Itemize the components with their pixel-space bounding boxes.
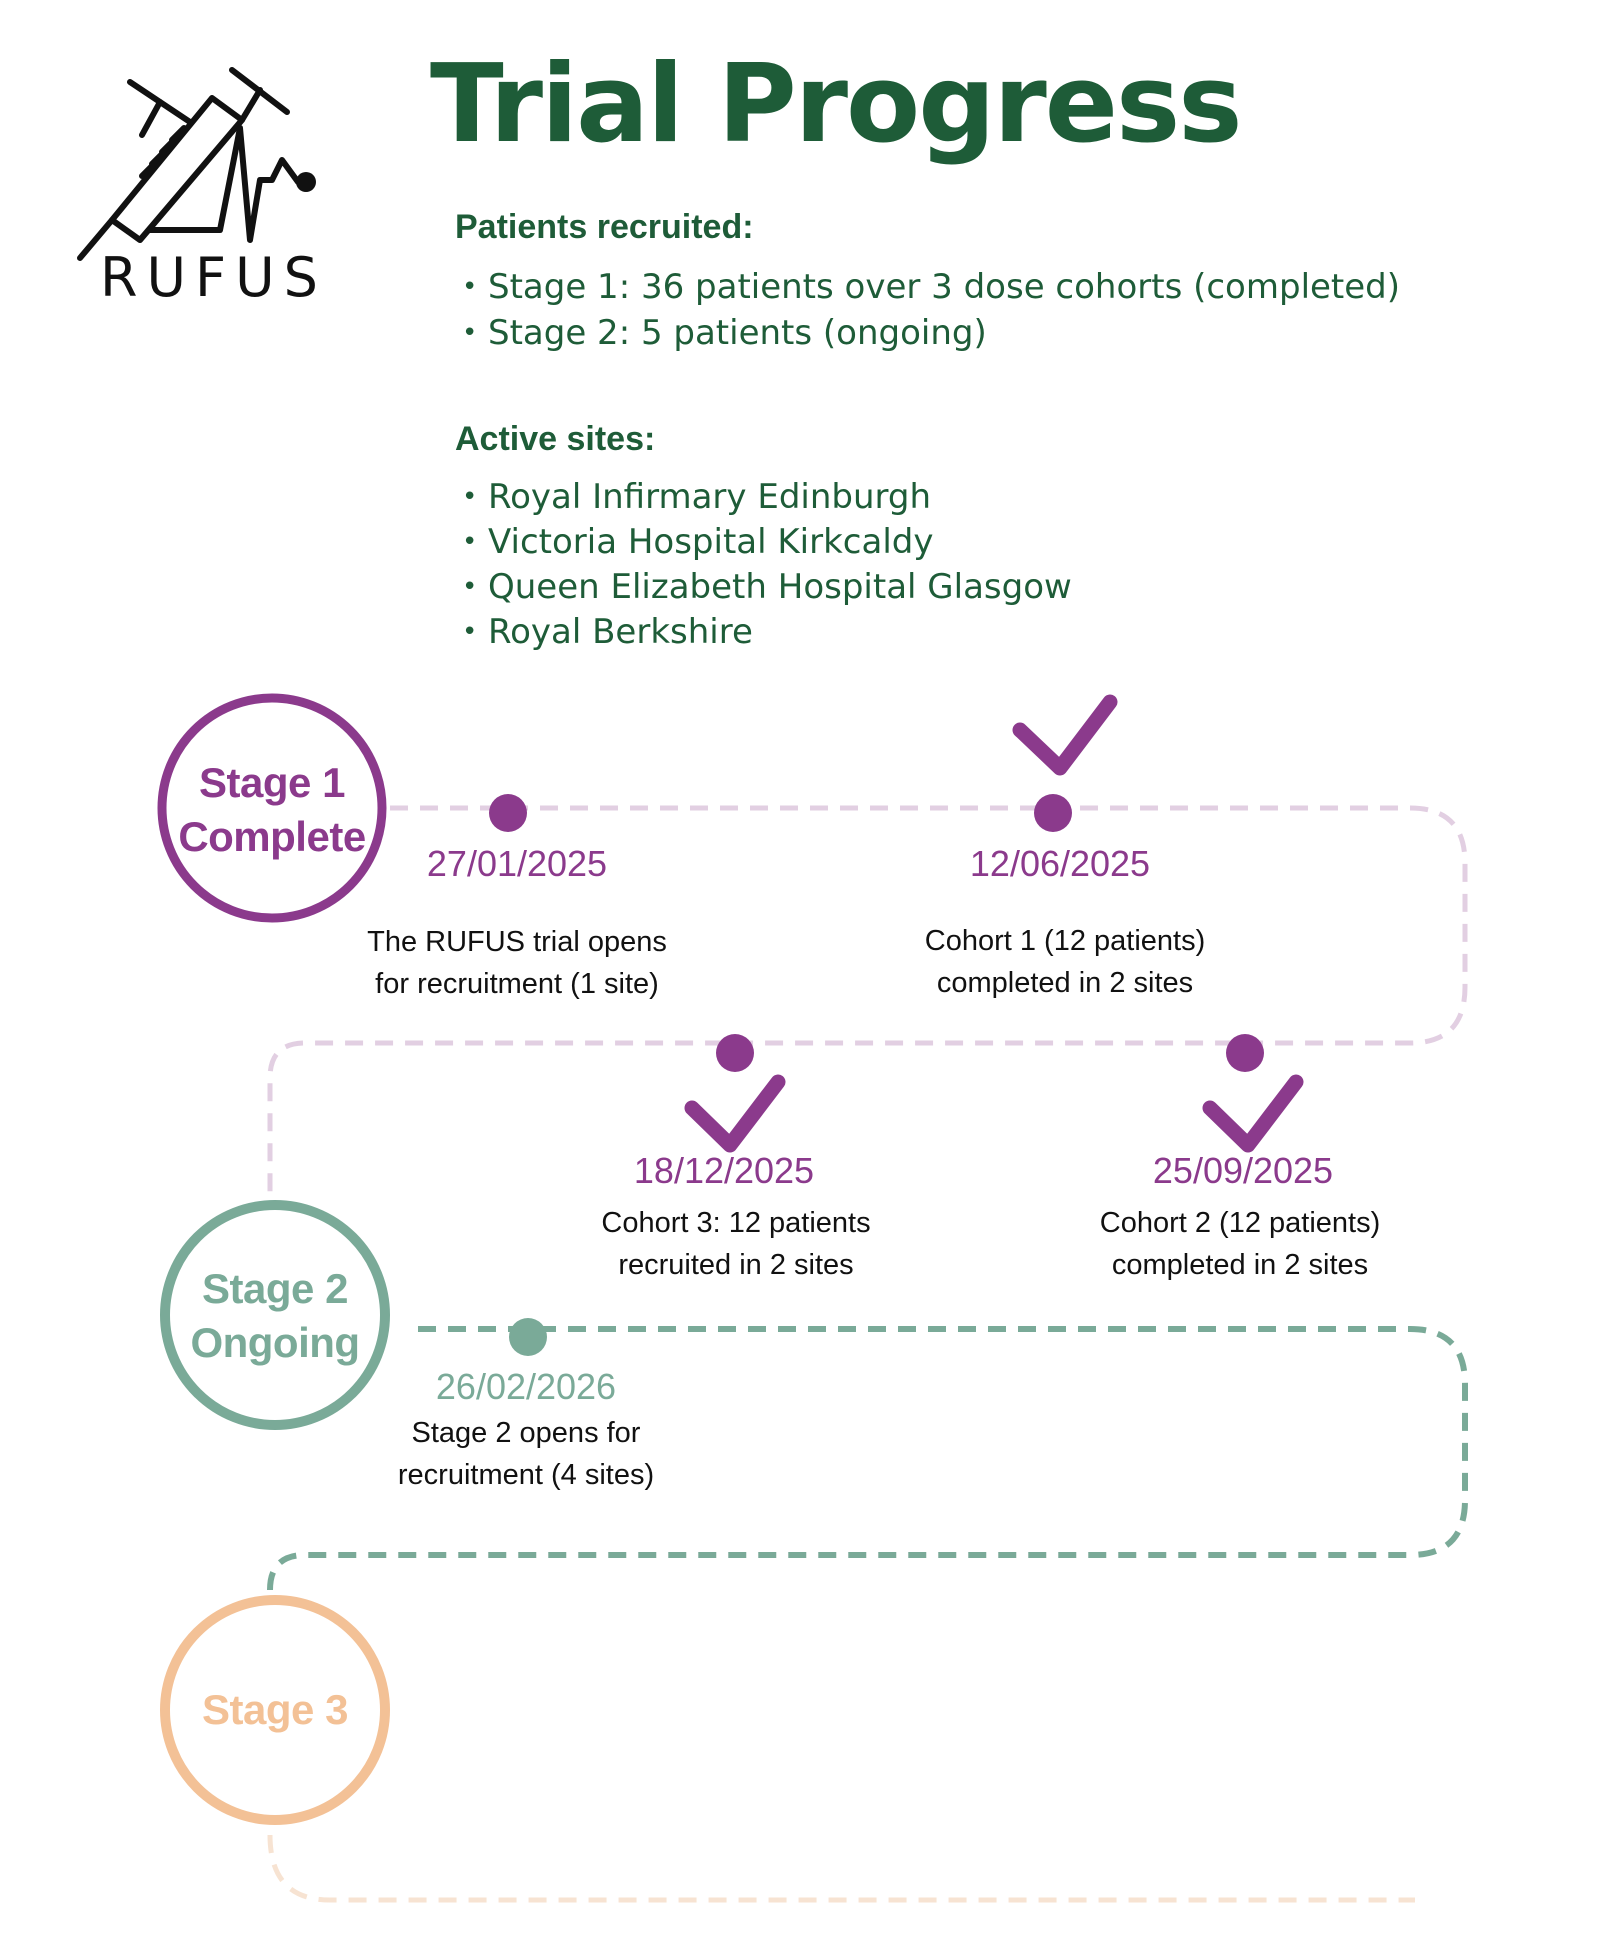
milestone-dot-3 [1226,1034,1264,1072]
milestone-line: The RUFUS trial opens [367,926,667,958]
milestone-description: Cohort 2 (12 patients) completed in 2 si… [1100,1202,1380,1286]
milestone-line: completed in 2 sites [1111,1249,1369,1281]
milestone-line: for recruitment (1 site) [375,968,659,1000]
milestone-description: Stage 2 opens for recruitment (4 sites) [398,1412,654,1496]
milestone-line: Cohort 2 (12 patients) [1099,1207,1381,1239]
list-item: Stage 1: 36 patients over 3 dose cohorts… [462,264,1400,310]
stage1-circle [157,693,387,923]
milestone-date: 26/02/2026 [435,1366,617,1407]
page-title: Trial Progress [430,42,1243,167]
stage2-title: Stage 2 [202,1265,348,1312]
check-icon [1202,1074,1304,1153]
stage1-status: Complete [178,813,366,860]
logo-wordmark: RUFUS [100,246,327,309]
stage1-title: Stage 1 [199,759,345,806]
milestone-dot-5 [509,1318,547,1356]
milestone-date: 18/12/2025 [633,1150,815,1191]
milestone-line: Cohort 3: 12 patients [601,1207,871,1239]
milestone-description: Cohort 1 (12 patients) completed in 2 si… [925,920,1205,1004]
check-icon [684,1074,786,1153]
stage2-label: Stage 2 Ongoing [175,1262,375,1370]
stage2-path [267,1326,1468,1591]
milestone-line: completed in 2 sites [936,967,1194,999]
stage2-status: Ongoing [190,1319,360,1366]
milestone-line: recruited in 2 sites [618,1249,854,1281]
milestone-date: 27/01/2025 [426,843,608,884]
milestone-line: Cohort 1 (12 patients) [924,925,1206,957]
list-item: Royal Infirmary Edinburgh [462,475,1072,520]
milestone-date: 25/09/2025 [1152,1150,1334,1191]
stage3-title: Stage 3 [202,1686,348,1733]
milestone-dot-2 [1034,794,1072,832]
milestone-description: The RUFUS trial opens for recruitment (1… [367,921,667,1005]
patients-heading: Patients recruited: [455,208,754,246]
list-item: Queen Elizabeth Hospital Glasgow [462,565,1072,610]
stage3-circle [160,1595,390,1825]
stage3-label: Stage 3 [175,1683,375,1737]
patients-list: Stage 1: 36 patients over 3 dose cohorts… [462,264,1400,356]
stage1-path [267,805,1468,1192]
sites-heading: Active sites: [455,420,656,458]
milestone-description: Cohort 3: 12 patients recruited in 2 sit… [601,1202,870,1286]
milestone-dot-4 [716,1034,754,1072]
milestone-line: Stage 2 opens for [411,1417,641,1449]
milestone-date: 12/06/2025 [969,843,1151,884]
list-item: Victoria Hospital Kirkcaldy [462,520,1072,565]
stage3-path [267,1834,1415,1903]
list-item: Stage 2: 5 patients (ongoing) [462,310,1400,356]
syringe-heartbeat-icon [77,67,316,261]
check-icon [1012,694,1118,776]
list-item: Royal Berkshire [462,610,1072,655]
stage2-circle [160,1200,390,1430]
milestone-line: recruitment (4 sites) [397,1459,655,1491]
milestone-dot-1 [489,794,527,832]
sites-list: Royal Infirmary Edinburgh Victoria Hospi… [462,475,1072,655]
stage1-label: Stage 1 Complete [172,756,372,864]
